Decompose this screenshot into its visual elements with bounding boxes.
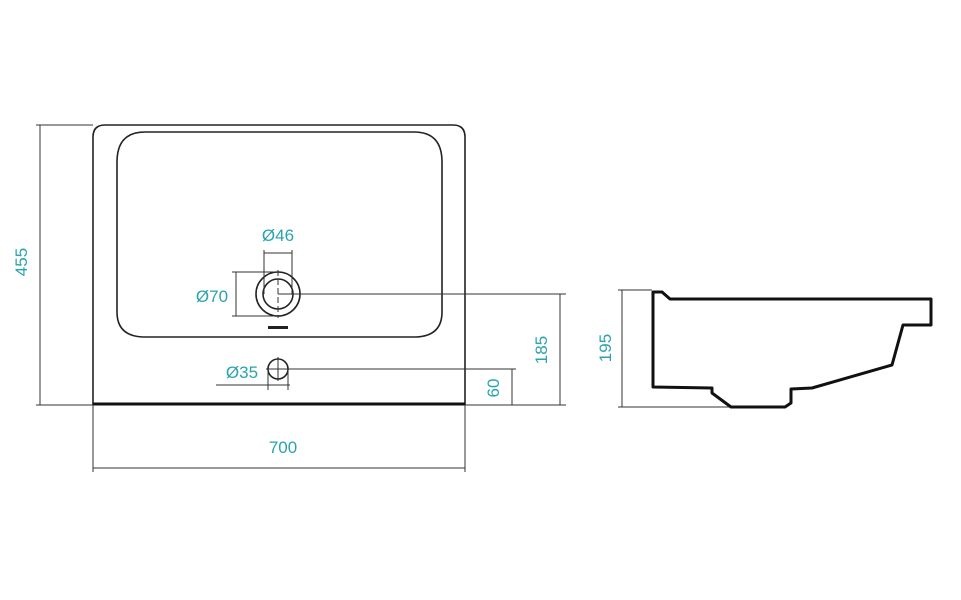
width-label: 700	[269, 438, 297, 457]
basin-outline	[92, 124, 466, 405]
dimension-labels: 455 700 185 60 195 Ø46 Ø70 Ø35	[12, 226, 615, 457]
tap-hole-diameter-label: Ø35	[226, 363, 258, 382]
dimension-lines	[36, 124, 731, 472]
bowl-outline	[116, 131, 443, 338]
height-label: 455	[12, 248, 31, 276]
overflow-slot	[268, 326, 288, 329]
tap-hole-height-label: 60	[484, 379, 503, 398]
drain-inner-diameter-label: Ø46	[262, 226, 294, 245]
drain-outer-diameter-label: Ø70	[196, 287, 228, 306]
front-view	[92, 124, 466, 406]
drain-height-label: 185	[532, 336, 551, 364]
depth-label: 195	[596, 334, 615, 362]
side-view-profile	[651, 290, 933, 409]
